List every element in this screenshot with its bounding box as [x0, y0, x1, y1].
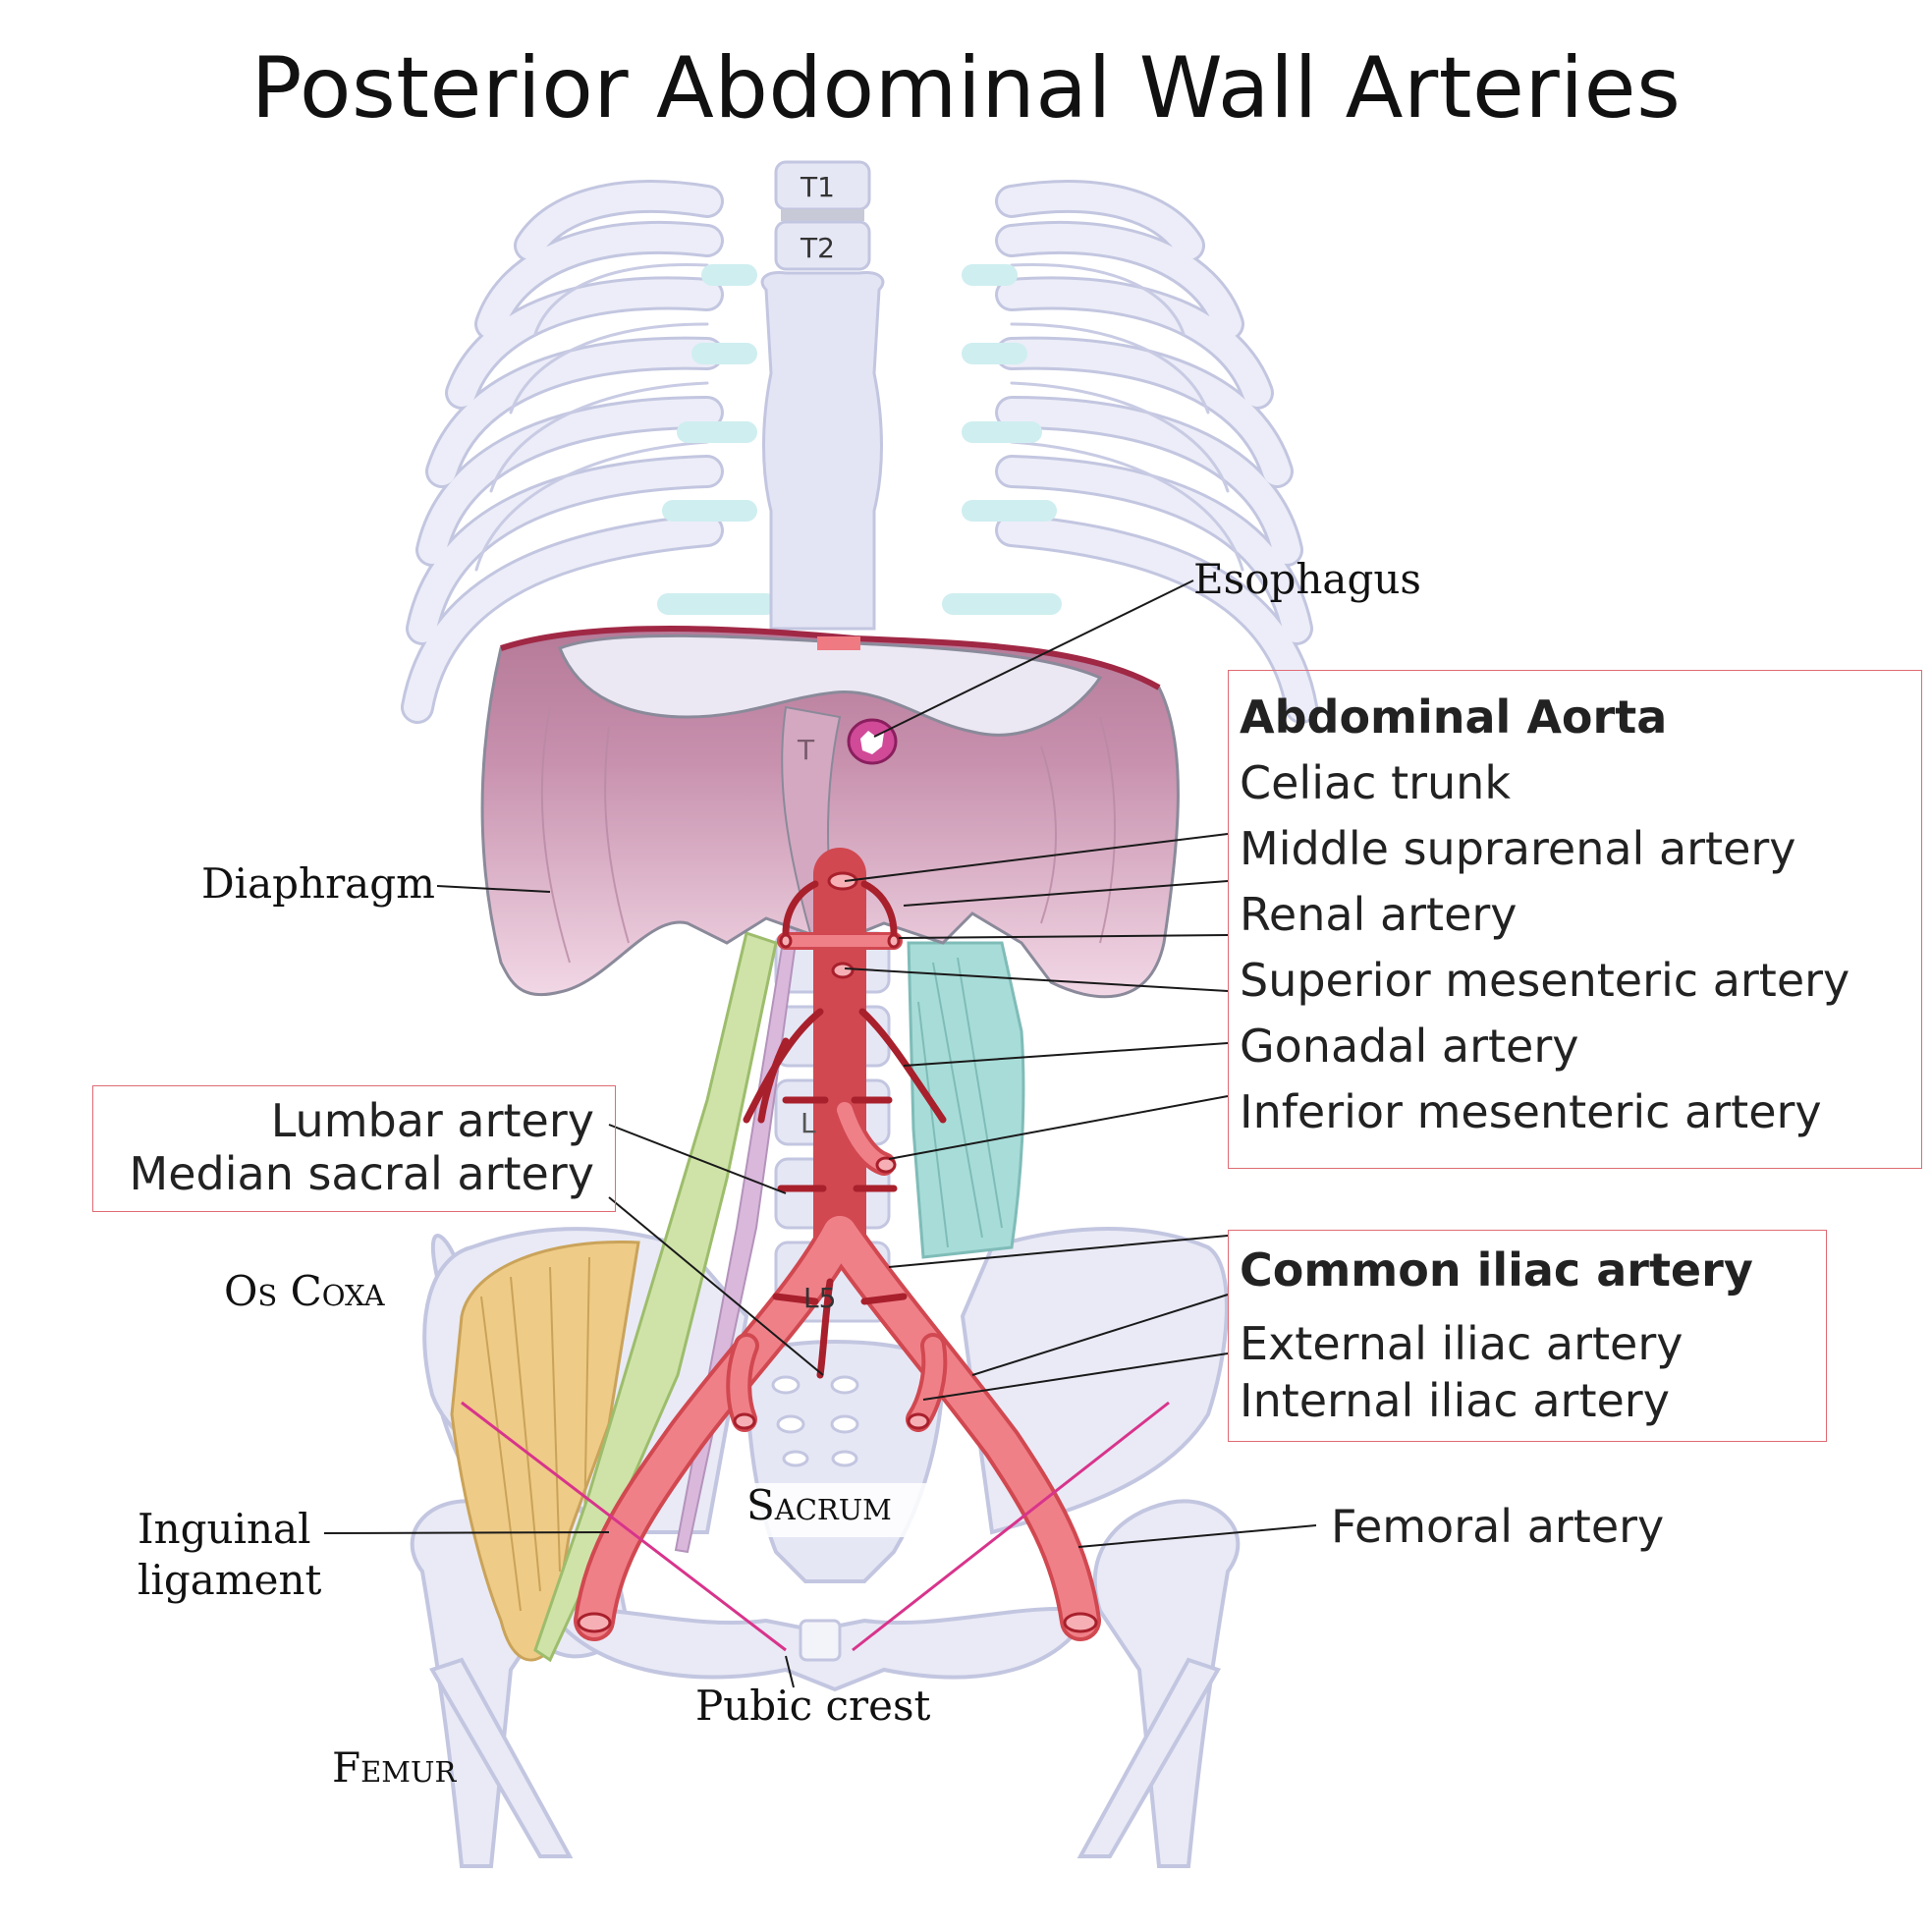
vertebra-label-t1: T1 — [800, 171, 835, 203]
label-esophagus: Esophagus — [1193, 555, 1421, 603]
vertebra-label-t2: T2 — [800, 232, 835, 264]
costal-cartilage — [657, 264, 1062, 615]
vertebra-label-l5: L5 — [803, 1282, 837, 1314]
rib-inner-lines — [474, 262, 1244, 572]
sacral-foramina — [771, 1375, 859, 1467]
label-median-sacral-artery: Median sacral artery — [129, 1147, 594, 1200]
leader-lines — [323, 580, 1317, 1688]
lumbar-sacral-box — [92, 1085, 616, 1212]
muscles — [450, 921, 1025, 1663]
label-inguinal-line1: Inguinal — [138, 1505, 311, 1553]
label-os-coxa: Os Coxa — [224, 1267, 385, 1315]
inguinal-ligaments — [461, 1401, 1170, 1652]
label-gonadal-artery: Gonadal artery — [1240, 1020, 1579, 1073]
vertebra-label-l1: L — [800, 1107, 816, 1139]
arteries — [574, 848, 1101, 1641]
label-superior-mesenteric-artery: Superior mesenteric artery — [1240, 954, 1850, 1007]
diaphragm-muscle — [480, 626, 1180, 999]
vertebral-column — [760, 160, 885, 631]
label-sacrum: Sacrum — [746, 1481, 892, 1529]
label-inguinal-line2: ligament — [138, 1556, 322, 1604]
label-diaphragm: Diaphragm — [201, 859, 435, 908]
label-femoral-artery: Femoral artery — [1331, 1500, 1665, 1553]
label-pubic-crest: Pubic crest — [695, 1682, 931, 1730]
common-iliac-box — [1228, 1230, 1827, 1442]
label-lumbar-artery: Lumbar artery — [270, 1094, 594, 1147]
rib-cage — [401, 180, 1318, 724]
label-renal-artery: Renal artery — [1240, 888, 1518, 941]
label-inferior-mesenteric-artery: Inferior mesenteric artery — [1240, 1085, 1822, 1138]
vertebra-label-t12: T — [798, 734, 815, 766]
label-middle-suprarenal-artery: Middle suprarenal artery — [1240, 822, 1796, 875]
abdominal-aorta-box — [1228, 670, 1922, 1169]
heading-common-iliac-artery: Common iliac artery — [1240, 1243, 1753, 1297]
page-title: Posterior Abdominal Wall Arteries — [250, 39, 1682, 138]
label-internal-iliac-artery: Internal iliac artery — [1240, 1374, 1670, 1427]
heading-abdominal-aorta: Abdominal Aorta — [1240, 690, 1668, 744]
label-femur: Femur — [332, 1743, 457, 1792]
label-celiac-trunk: Celiac trunk — [1240, 756, 1511, 809]
label-external-iliac-artery: External iliac artery — [1240, 1317, 1684, 1370]
